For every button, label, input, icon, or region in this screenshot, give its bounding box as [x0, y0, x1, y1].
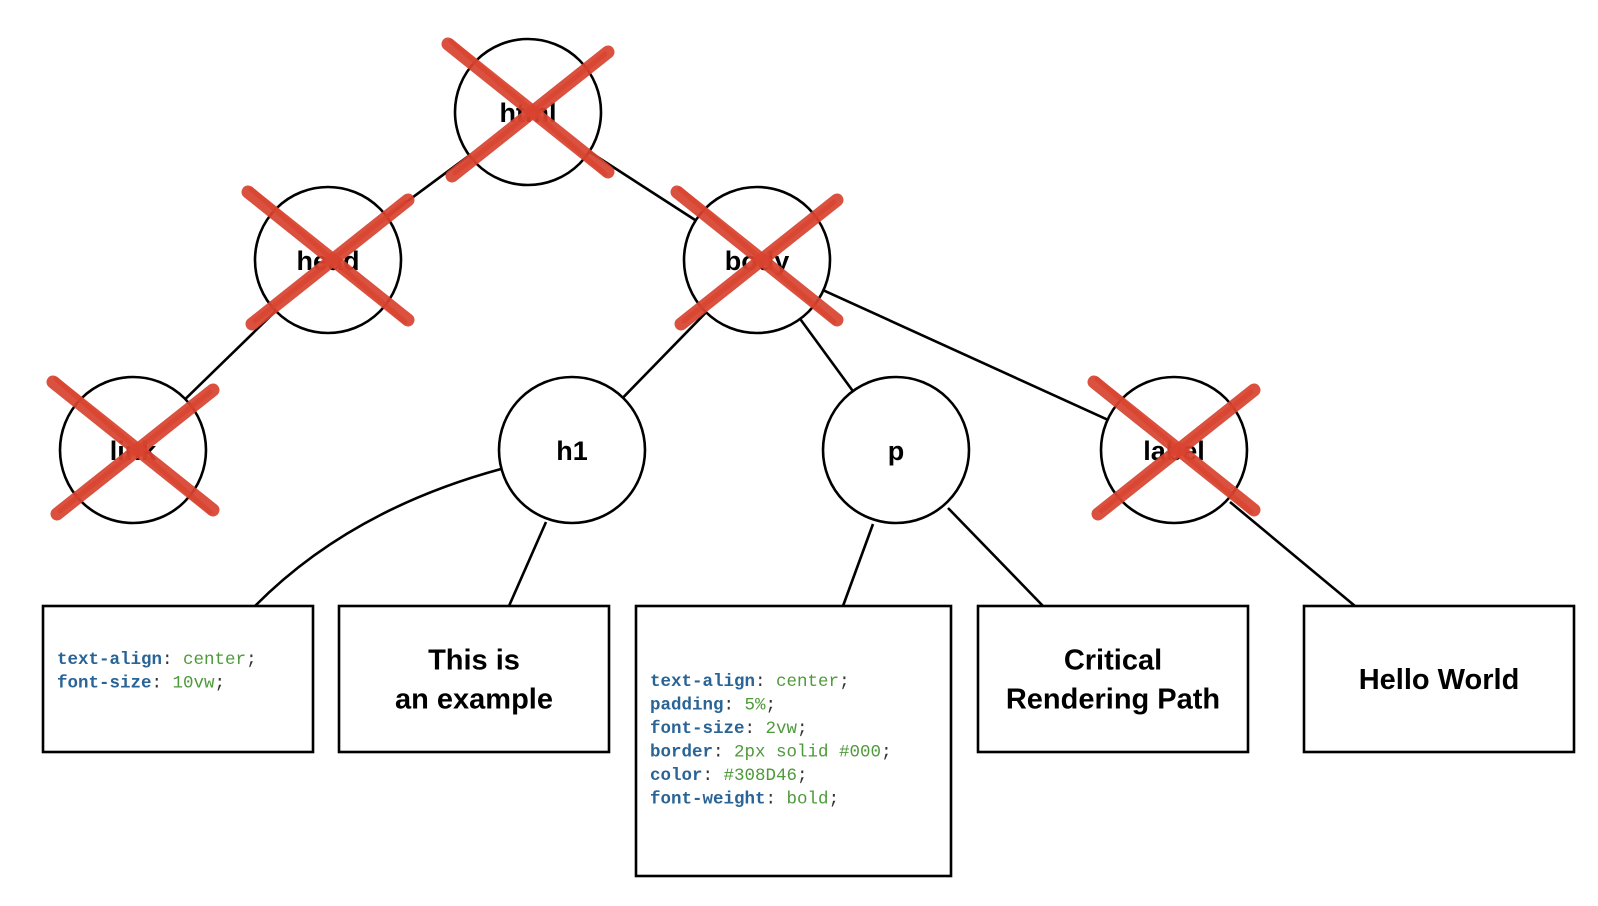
cross-stroke-texture: [1098, 389, 1254, 514]
css-value: 5%: [745, 696, 767, 716]
css-colon: :: [162, 650, 183, 670]
node-h1: h1: [497, 375, 647, 525]
css-colon: :: [152, 674, 173, 694]
box-h1-text: This is an example: [337, 604, 611, 754]
edge-p-p-text: [947, 507, 1044, 607]
css-value: bold: [787, 790, 829, 810]
edge-body-p: [799, 318, 854, 392]
css-declaration: padding: 5%;: [650, 696, 776, 716]
box-h1-style: text-align: center;font-size: 10vw;: [41, 604, 315, 754]
box-text-line: Critical: [1064, 645, 1162, 677]
css-declaration: color: #308D46;: [650, 766, 808, 786]
box-frame: [41, 604, 315, 754]
css-property: font-size: [57, 674, 152, 694]
box-label-text: Hello World: [1302, 604, 1576, 754]
cross-stroke-texture: [252, 199, 408, 324]
box-frame: [634, 604, 953, 878]
css-value: center: [183, 650, 246, 670]
css-declaration: text-align: center;: [650, 672, 850, 692]
css-property: font-weight: [650, 790, 766, 810]
cross-stroke-texture: [57, 389, 213, 514]
box-frame: [976, 604, 1250, 754]
css-semicolon: ;: [246, 650, 257, 670]
cross-stroke-texture: [452, 51, 608, 176]
cross-mark-body: [670, 185, 844, 331]
css-property: font-size: [650, 719, 745, 739]
css-value: 2px solid #000: [734, 743, 881, 763]
css-property: padding: [650, 696, 724, 716]
css-value: 10vw: [173, 674, 216, 694]
css-semicolon: ;: [881, 743, 892, 763]
box-text-line: an example: [395, 684, 553, 716]
css-declaration: text-align: center;: [57, 650, 257, 670]
box-text-line: Rendering Path: [1006, 684, 1220, 716]
css-property: border: [650, 743, 713, 763]
css-colon: :: [755, 672, 776, 692]
css-declaration: font-size: 2vw;: [650, 719, 808, 739]
css-colon: :: [724, 696, 745, 716]
css-property: text-align: [650, 672, 755, 692]
leaf-boxes: text-align: center;font-size: 10vw;This …: [41, 604, 1576, 878]
box-p-style: text-align: center;padding: 5%;font-size…: [634, 604, 953, 878]
box-frame: [1302, 604, 1576, 754]
box-text-line: Hello World: [1359, 664, 1520, 696]
node-label: p: [888, 436, 905, 466]
css-value: #308D46: [724, 766, 798, 786]
edge-head-link: [184, 310, 277, 400]
css-value: 2vw: [766, 719, 798, 739]
cross-mark-head: [241, 185, 415, 331]
edge-body-label: [822, 289, 1109, 421]
css-declaration: border: 2px solid #000;: [650, 743, 892, 763]
node-label: h1: [556, 436, 588, 466]
cross-mark-html: [441, 37, 615, 183]
node-p: p: [821, 375, 971, 525]
css-property: text-align: [57, 650, 162, 670]
css-semicolon: ;: [797, 766, 808, 786]
css-semicolon: ;: [839, 672, 850, 692]
removed-marks: [46, 37, 1261, 521]
css-value: center: [776, 672, 839, 692]
css-semicolon: ;: [766, 696, 777, 716]
css-colon: :: [713, 743, 734, 763]
css-semicolon: ;: [215, 674, 226, 694]
edge-h1-h1-style: [254, 467, 502, 607]
css-colon: :: [703, 766, 724, 786]
node-circle: [497, 375, 647, 525]
edge-h1-h1-text: [507, 521, 548, 607]
box-frame: [337, 604, 611, 754]
css-semicolon: ;: [797, 719, 808, 739]
css-colon: :: [766, 790, 787, 810]
css-declaration: font-size: 10vw;: [57, 674, 225, 694]
css-declaration: font-weight: bold;: [650, 790, 839, 810]
cross-mark-label: [1087, 375, 1261, 521]
css-property: color: [650, 766, 703, 786]
tree-nodes: htmlheadbodylinkh1plabel: [58, 37, 1249, 525]
css-semicolon: ;: [829, 790, 840, 810]
edge-body-h1: [621, 311, 708, 399]
cross-mark-link: [46, 375, 220, 521]
edge-label-label-text: [1229, 501, 1356, 607]
css-colon: :: [745, 719, 766, 739]
box-text-line: This is: [428, 645, 520, 677]
node-circle: [821, 375, 971, 525]
edge-p-p-style: [841, 523, 875, 607]
cross-stroke-texture: [681, 199, 837, 324]
